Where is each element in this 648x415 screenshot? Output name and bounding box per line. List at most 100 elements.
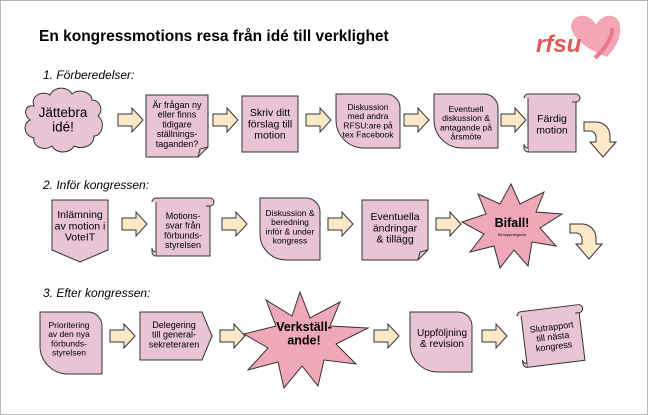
note-shape — [145, 94, 209, 158]
cloud-shape — [24, 87, 103, 153]
step-line: med andra — [348, 111, 389, 121]
step-line: Bifall! — [495, 216, 530, 230]
arrow-2 — [212, 106, 239, 134]
arrow-12 — [373, 322, 400, 350]
step-line: Uppföljning — [417, 328, 467, 339]
step-bifall: Bifall! förhoppningsvis — [460, 182, 564, 270]
step-line: styrelsen — [165, 240, 201, 250]
step-line: till general- — [152, 330, 196, 340]
turn-arrow-1 — [583, 121, 618, 158]
step-line: av den nya — [48, 329, 90, 339]
step-line: kongress — [535, 339, 573, 353]
step-label-slutrapport: Slutrapporttill nästakongress — [529, 319, 577, 354]
pentagon-right-shape — [139, 311, 213, 361]
step-line: Färdig — [537, 113, 567, 125]
step-line: ändringar — [373, 222, 418, 234]
step-label-bifall: Bifall! — [495, 216, 530, 230]
arrow-3 — [305, 106, 332, 134]
arrow-10 — [109, 322, 136, 350]
arrow-9 — [435, 210, 462, 238]
step-slutrapport: Slutrapporttill nästakongress — [516, 304, 586, 368]
rfsu-logo: rfsu — [536, 15, 621, 60]
step-line: tex Facebook — [342, 130, 394, 140]
step-line: av motion i — [55, 220, 106, 232]
step-line: idé! — [52, 120, 74, 135]
turn-arrow-2 — [569, 223, 604, 260]
step-label-uppfoljning: Uppföljning& revision — [417, 328, 467, 350]
logo-text: rfsu — [536, 31, 582, 58]
step-line: diskussion & — [442, 113, 490, 123]
step-line: Diskussion & — [265, 208, 314, 218]
step-line: inför & under — [266, 226, 315, 236]
step-line: Motions- — [166, 211, 201, 221]
section-heading-1: 1. Förberedelser: — [43, 68, 134, 82]
arrow-6 — [121, 210, 148, 238]
bifall-subtext: förhoppningsvis — [498, 232, 526, 237]
step-line: tidigare — [162, 119, 192, 129]
pentagon-down-shape — [51, 199, 109, 263]
step-line: kongress — [273, 236, 308, 246]
note-shape — [361, 199, 429, 261]
step-line: förbunds- — [51, 338, 87, 348]
step-line: Prioritering — [48, 320, 89, 330]
arrow-11 — [219, 322, 246, 350]
rounded-shape — [433, 93, 499, 149]
step-line: Eventuella — [370, 211, 419, 223]
step-label-verkstall: Verkställ-ande! — [276, 320, 332, 348]
rounded-shape — [39, 311, 103, 375]
step-line: antagande på — [440, 122, 492, 132]
step-verkstallande: Verkställ-ande! — [242, 290, 370, 390]
step-line: till nästa — [536, 330, 570, 344]
step-line: Eventuell — [449, 104, 484, 114]
step-uppfoljning: Uppföljning& revision — [409, 311, 473, 373]
step-line: RFSU:are på — [343, 120, 393, 130]
step-line: Skriv ditt — [250, 107, 290, 119]
burst-shape — [460, 182, 564, 270]
step-line: & revision — [420, 339, 464, 350]
rounded-shape — [335, 93, 401, 149]
arrow-8 — [327, 210, 354, 238]
section-heading-2: 2. Inför kongressen: — [42, 178, 149, 192]
arrow-5 — [500, 106, 527, 134]
step-line: & tillägg — [376, 234, 414, 246]
arrow-7 — [221, 210, 248, 238]
step-line: styrelsen — [52, 348, 86, 358]
burst-shape — [242, 290, 370, 390]
rounded-shape — [259, 197, 321, 261]
rounded-shape — [409, 311, 473, 373]
heart-icon — [571, 15, 621, 57]
step-line: Inlämning — [57, 209, 103, 221]
step-line: ställnings- — [157, 129, 198, 139]
step-line: sekreteraren — [149, 339, 200, 349]
step-line: Verkställ- — [276, 320, 332, 334]
step-line: motion — [254, 130, 286, 142]
page-title: En kongressmotions resa från idé till ve… — [39, 28, 389, 45]
step-line: beredning — [271, 217, 309, 227]
step-line: förslag till — [248, 118, 292, 130]
step-line: VoteIT — [65, 232, 96, 244]
step-line: motion — [536, 124, 568, 136]
step-line: Är frågan ny — [152, 100, 202, 110]
arrow-1 — [117, 106, 144, 134]
step-line: Diskussion — [347, 102, 388, 112]
section-heading-3: 3. Efter kongressen: — [43, 286, 150, 300]
